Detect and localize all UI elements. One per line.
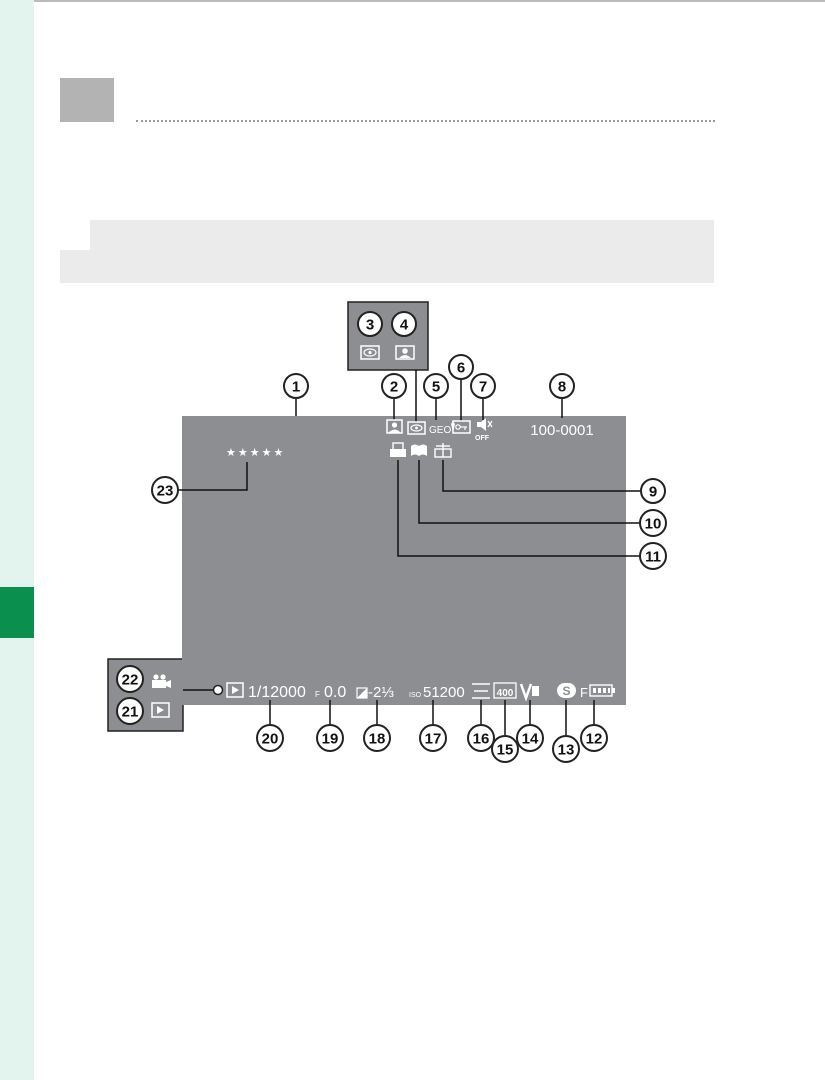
gift-image-icon bbox=[434, 443, 452, 458]
callout-23: 23 bbox=[151, 476, 179, 504]
svg-text:15: 15 bbox=[497, 742, 514, 759]
sound-off-icon bbox=[477, 418, 493, 431]
svg-text:19: 19 bbox=[322, 731, 339, 748]
callout-4: 4 bbox=[391, 311, 417, 337]
svg-text:13: 13 bbox=[558, 742, 575, 759]
callout-12: 12 bbox=[580, 724, 608, 752]
callout-21: 21 bbox=[116, 697, 144, 725]
svg-text:9: 9 bbox=[649, 484, 657, 501]
face-recognition-icon bbox=[386, 419, 403, 434]
callout-5: 5 bbox=[423, 373, 449, 399]
svg-text:18: 18 bbox=[369, 731, 386, 748]
exposure-compensation: -2⅓ bbox=[368, 684, 394, 701]
iso-value: 51200 bbox=[423, 684, 465, 701]
red-eye-icon bbox=[407, 421, 426, 435]
callout-11: 11 bbox=[639, 542, 667, 570]
svg-text:3: 3 bbox=[366, 317, 374, 334]
playback-indicator-dot bbox=[212, 684, 224, 696]
svg-text:22: 22 bbox=[122, 672, 139, 689]
film-simulation-label: 400 bbox=[497, 688, 514, 699]
print-order-icon bbox=[390, 442, 406, 457]
playback-icon bbox=[226, 682, 244, 698]
callout-10: 10 bbox=[639, 509, 667, 537]
callout-14: 14 bbox=[516, 724, 544, 752]
geo-tag-label: GEO bbox=[429, 425, 451, 436]
note-corner-mark bbox=[60, 220, 90, 250]
callout-19: 19 bbox=[316, 724, 344, 752]
image-size-label: S bbox=[562, 684, 570, 698]
callout-13: 13 bbox=[552, 735, 580, 763]
svg-text:17: 17 bbox=[425, 731, 442, 748]
white-balance-icon bbox=[519, 683, 539, 702]
aperture-value: 0.0 bbox=[324, 684, 346, 701]
svg-text:12: 12 bbox=[586, 731, 603, 748]
top-rule bbox=[34, 0, 825, 2]
iso-prefix: ISO bbox=[409, 692, 422, 699]
svg-text:1: 1 bbox=[292, 379, 300, 396]
film-simulation-icon bbox=[493, 682, 517, 699]
shutter-speed: 1/12000 bbox=[248, 684, 306, 701]
image-size-icon bbox=[557, 683, 576, 698]
chapter-tab bbox=[0, 587, 34, 638]
svg-text:5: 5 bbox=[432, 379, 440, 396]
callout-6: 6 bbox=[448, 354, 474, 380]
callout-22: 22 bbox=[116, 665, 144, 693]
svg-text:8: 8 bbox=[558, 379, 566, 396]
svg-text:20: 20 bbox=[262, 731, 279, 748]
camera-screen bbox=[182, 416, 626, 705]
callout-18: 18 bbox=[363, 724, 391, 752]
callout-8: 8 bbox=[549, 373, 575, 399]
frame-number: 100-0001 bbox=[530, 422, 593, 439]
playback-mode-icon bbox=[151, 702, 170, 718]
svg-text:4: 4 bbox=[400, 317, 409, 334]
heading-marker bbox=[60, 78, 114, 122]
leader-lines bbox=[171, 370, 640, 735]
aperture-prefix: F bbox=[315, 690, 320, 699]
rating-stars: ★★★★★ bbox=[226, 447, 285, 459]
callout-15: 15 bbox=[491, 735, 519, 763]
callout-3: 3 bbox=[357, 311, 383, 337]
callout-16: 16 bbox=[467, 724, 495, 752]
svg-text:11: 11 bbox=[645, 549, 661, 566]
svg-text:6: 6 bbox=[457, 360, 465, 377]
svg-text:14: 14 bbox=[522, 731, 539, 748]
battery-icon bbox=[589, 684, 615, 697]
side-margin bbox=[0, 0, 34, 1080]
inset-box-left bbox=[107, 658, 184, 732]
callout-9: 9 bbox=[640, 478, 666, 504]
svg-text:7: 7 bbox=[479, 379, 487, 396]
note-box bbox=[60, 220, 714, 283]
svg-text:16: 16 bbox=[473, 731, 490, 748]
heading-dotted-rule bbox=[136, 120, 715, 122]
callout-1: 1 bbox=[283, 373, 309, 399]
callout-17: 17 bbox=[419, 724, 447, 752]
sound-off-label: OFF bbox=[475, 435, 490, 442]
callout-7: 7 bbox=[470, 373, 496, 399]
svg-text:2: 2 bbox=[390, 379, 398, 396]
callout-2: 2 bbox=[381, 373, 407, 399]
protect-key-icon bbox=[452, 420, 471, 434]
image-quality: F bbox=[580, 685, 588, 700]
movie-camera-icon bbox=[152, 674, 171, 688]
exposure-compensation-icon bbox=[356, 687, 368, 699]
dynamic-range-icon bbox=[472, 683, 490, 699]
eye-icon bbox=[360, 345, 380, 360]
face-detection-icon bbox=[395, 345, 415, 360]
svg-text:21: 21 bbox=[122, 704, 139, 721]
callout-20: 20 bbox=[256, 724, 284, 752]
svg-text:10: 10 bbox=[645, 516, 662, 533]
inset-box-top bbox=[347, 301, 429, 371]
photobook-icon bbox=[411, 444, 427, 456]
svg-text:23: 23 bbox=[157, 483, 174, 500]
